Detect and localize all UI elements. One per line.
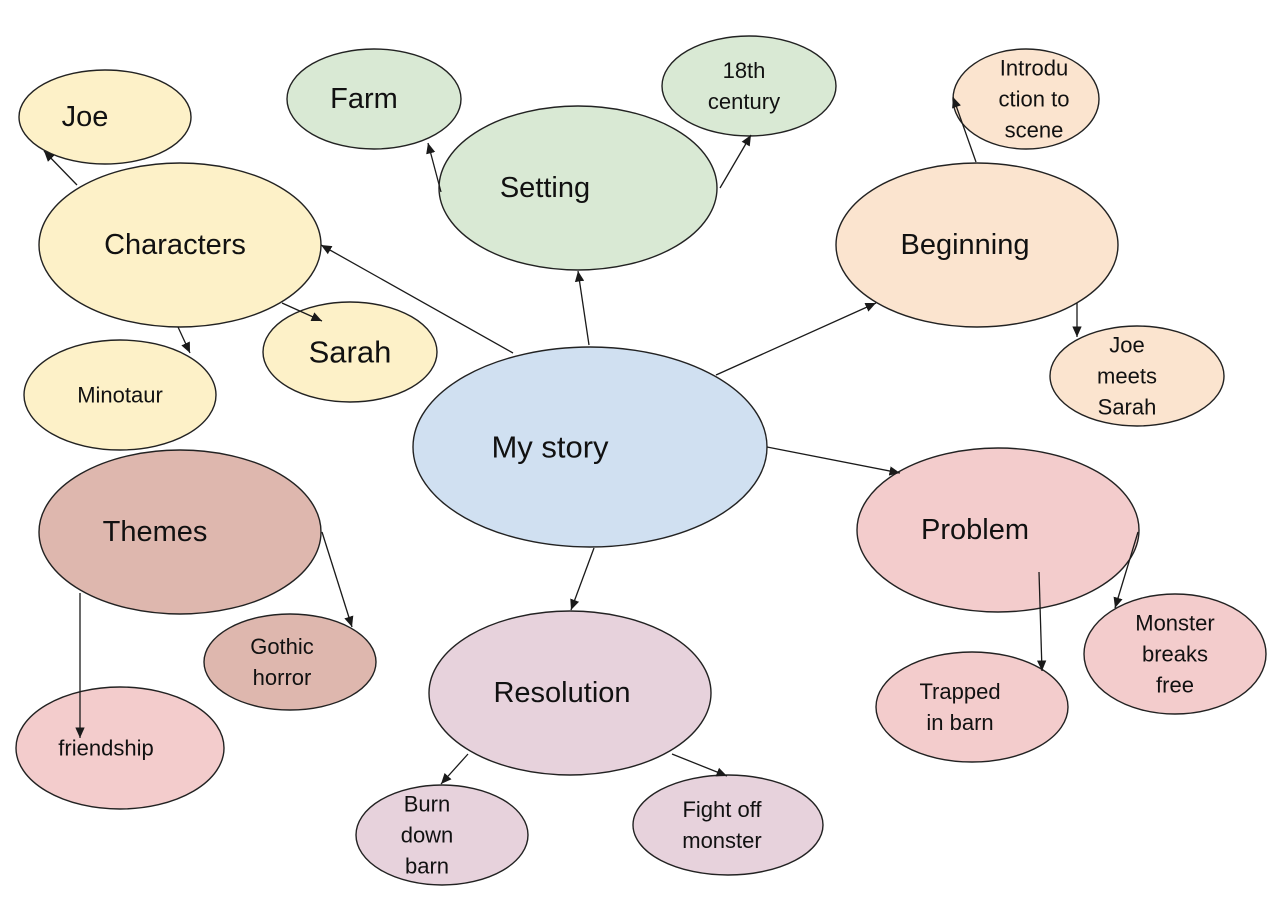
node-introduction-to-scene-label: Introdu: [1000, 56, 1069, 81]
node-beginning-bubble: [835, 162, 1119, 328]
edge-resolution-to-fight-off-monster: [671, 753, 728, 777]
node-characters: Characters: [38, 162, 322, 328]
node-beginning-label: Beginning: [901, 229, 1030, 261]
node-setting: Setting: [438, 105, 718, 271]
edge-problem-to-trapped-in-barn: [1037, 571, 1047, 672]
node-minotaur-bubble: [23, 339, 217, 451]
node-gothic-horror: Gothic horror: [203, 613, 377, 711]
node-resolution-label: Resolution: [493, 677, 630, 709]
edge-characters-to-joe: [43, 150, 78, 186]
node-sarah-label: Sarah: [309, 335, 392, 370]
node-burn-down-barn-label: down: [401, 823, 454, 848]
node-burn-down-barn: Burn down barn: [355, 784, 529, 886]
node-trapped-in-barn-bubble: [875, 651, 1069, 763]
node-themes: Themes: [38, 449, 322, 615]
node-monster-breaks-free-bubble: [1083, 593, 1267, 715]
node-monster-breaks-free-label: Monster: [1135, 611, 1214, 636]
node-fight-off-monster-label: Fight off: [682, 797, 762, 822]
node-my-story-label: My story: [491, 430, 609, 465]
node-minotaur-label: Minotaur: [77, 383, 163, 408]
edge-characters-to-sarah: [281, 302, 323, 322]
node-setting-label: Setting: [500, 172, 590, 204]
edge-resolution-to-burn-down-barn: [440, 753, 469, 785]
node-farm-bubble: [286, 48, 462, 150]
node-introduction-to-scene: Introdu ction to scene: [952, 48, 1100, 150]
node-joe-meets-sarah-label: Sarah: [1098, 395, 1157, 420]
node-18th-century-label: 18th: [723, 58, 766, 83]
node-characters-label: Characters: [104, 229, 246, 261]
edge-my-story-to-problem: [766, 446, 901, 476]
node-my-story: My story: [412, 346, 768, 548]
node-fight-off-monster-bubble: [632, 774, 824, 876]
node-problem-label: Problem: [921, 514, 1029, 546]
node-minotaur: Minotaur: [23, 339, 217, 451]
node-introduction-to-scene-label: ction to: [999, 87, 1070, 112]
edge-layer: [43, 96, 1139, 785]
node-joe-bubble: [18, 69, 192, 165]
node-joe: Joe: [18, 69, 192, 165]
node-trapped-in-barn-label: in barn: [926, 710, 993, 735]
node-layer: My storyCharactersJoeSarahMinotaurSettin…: [15, 35, 1267, 886]
node-fight-off-monster-label: monster: [682, 828, 761, 853]
node-18th-century-label: century: [708, 89, 780, 114]
node-farm: Farm: [286, 48, 462, 150]
node-friendship: friendship: [15, 686, 225, 810]
node-fight-off-monster: Fight off monster: [632, 774, 824, 876]
node-18th-century-bubble: [661, 35, 837, 137]
node-farm-label: Farm: [330, 83, 398, 115]
edge-my-story-to-resolution: [570, 547, 595, 611]
edge-setting-to-18th-century: [719, 134, 752, 189]
node-monster-breaks-free-label: breaks: [1142, 642, 1208, 667]
node-joe-meets-sarah-label: meets: [1097, 364, 1157, 389]
node-burn-down-barn-label: Burn: [404, 792, 450, 817]
node-themes-label: Themes: [103, 516, 208, 548]
node-monster-breaks-free: Monster breaks free: [1083, 593, 1267, 715]
node-gothic-horror-label: horror: [253, 665, 312, 690]
node-friendship-bubble: [15, 686, 225, 810]
node-joe-meets-sarah-bubble: [1049, 325, 1225, 427]
node-sarah-bubble: [262, 301, 438, 403]
node-setting-bubble: [438, 105, 718, 271]
node-themes-bubble: [38, 449, 322, 615]
node-friendship-label: friendship: [58, 736, 153, 761]
edge-setting-to-farm: [426, 142, 442, 193]
node-problem-bubble: [856, 447, 1140, 613]
node-trapped-in-barn-label: Trapped: [919, 679, 1000, 704]
edge-themes-to-gothic-horror: [321, 531, 354, 628]
node-sarah: Sarah: [262, 301, 438, 403]
node-gothic-horror-label: Gothic: [250, 634, 314, 659]
node-problem: Problem: [856, 447, 1140, 613]
edge-my-story-to-beginning: [715, 302, 877, 376]
node-introduction-to-scene-label: scene: [1005, 118, 1064, 143]
node-burn-down-barn-bubble: [355, 784, 529, 886]
edge-my-story-to-setting: [574, 270, 590, 346]
edge-beginning-to-introduction-to-scene: [952, 96, 977, 163]
edge-characters-to-minotaur: [177, 326, 191, 354]
node-monster-breaks-free-label: free: [1156, 673, 1194, 698]
node-trapped-in-barn: Trapped in barn: [875, 651, 1069, 763]
node-joe-meets-sarah-label: Joe: [1109, 333, 1144, 358]
node-18th-century: 18th century: [661, 35, 837, 137]
node-resolution-bubble: [428, 610, 712, 776]
node-gothic-horror-bubble: [203, 613, 377, 711]
edge-my-story-to-characters: [320, 244, 514, 354]
node-joe-label: Joe: [62, 101, 109, 133]
node-resolution: Resolution: [428, 610, 712, 776]
edge-problem-to-monster-breaks-free: [1113, 531, 1139, 609]
node-beginning: Beginning: [835, 162, 1119, 328]
node-burn-down-barn-label: barn: [405, 854, 449, 879]
